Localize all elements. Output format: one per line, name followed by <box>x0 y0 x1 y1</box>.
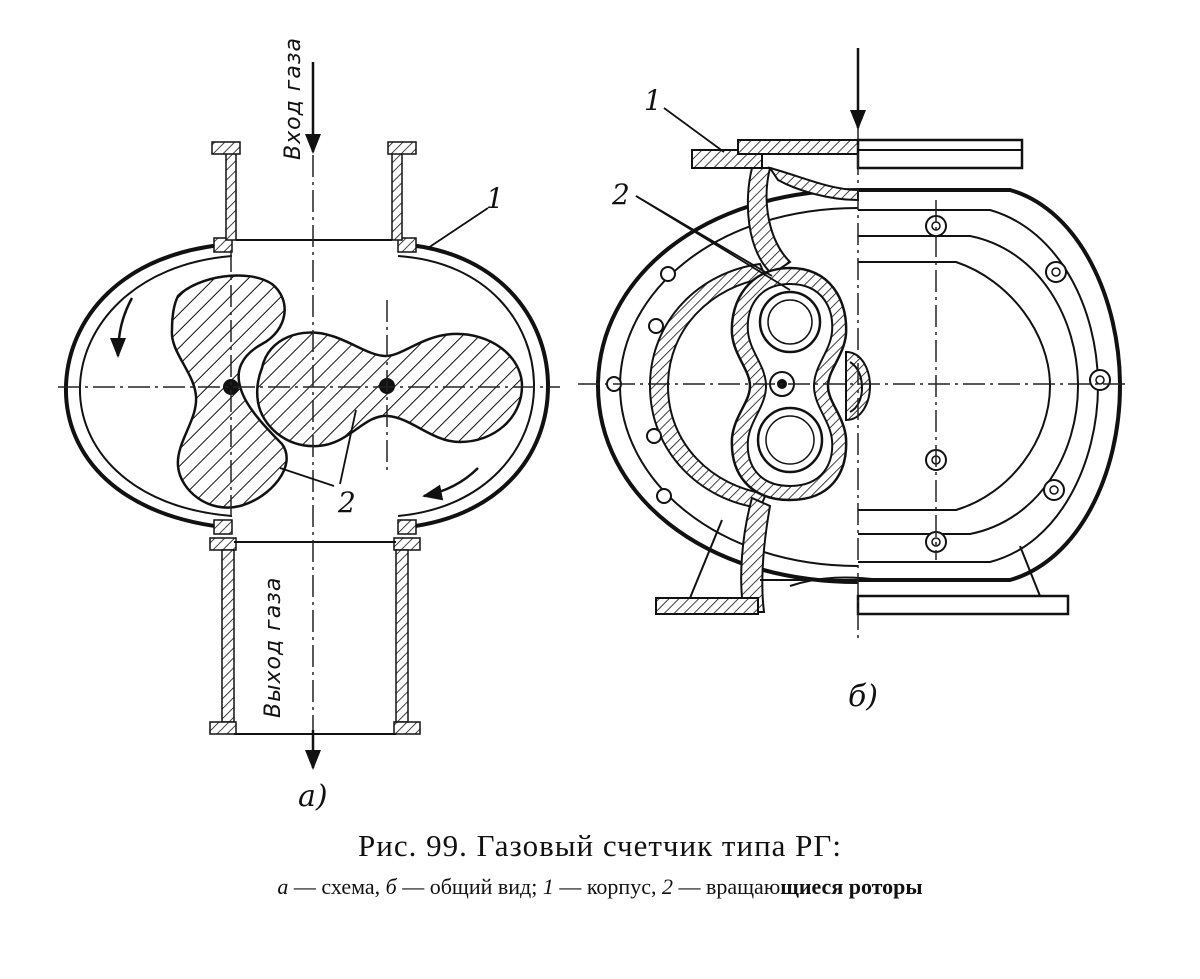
legend-text-b: — общий вид; <box>402 874 538 899</box>
outlet-label: Выход газа <box>261 577 286 718</box>
rotors <box>170 274 524 509</box>
meter-body-casing <box>595 188 1123 584</box>
legend-text-a: — схема, <box>293 874 381 899</box>
legend-key-b: б <box>385 874 397 899</box>
bolt-icon <box>1089 369 1111 391</box>
outlet-pipe <box>209 537 421 735</box>
left-rotor-shaft <box>223 379 239 395</box>
general-view-panel: 1 2 б) <box>578 48 1130 714</box>
support-base <box>655 496 1070 616</box>
rotation-arrow-left <box>110 297 134 358</box>
legend-key-1: 1 <box>542 874 554 899</box>
bolt-icon <box>648 318 664 334</box>
inlet-label: Вход газа <box>281 37 306 160</box>
bolt-icon <box>656 488 672 504</box>
rotation-arrow-right <box>422 467 479 501</box>
legend-key-2: 2 <box>661 874 673 899</box>
body-number-label-b: 1 <box>644 84 662 117</box>
panel-b-label: б) <box>848 679 878 714</box>
rotors-number-label-b: 2 <box>611 178 630 211</box>
bolt-icon <box>660 266 676 282</box>
bolt-icon <box>1045 261 1067 283</box>
rotors-number-label-a: 2 <box>337 486 356 519</box>
legend-text-2: — вращающиеся роторы <box>678 874 923 899</box>
scheme-panel: Вход газа Выход газа 1 2 a) <box>58 37 560 814</box>
figure-caption-legend: а — схема, б — общий вид; 1 — корпус, 2 … <box>0 874 1200 900</box>
legend-text-1: — корпус, <box>559 874 657 899</box>
bolt-icon <box>1043 479 1065 501</box>
inlet-pipe <box>211 141 417 241</box>
legend-key-a: а <box>277 874 289 899</box>
body-number-label-a: 1 <box>486 182 504 215</box>
meter-body-casing <box>63 237 551 535</box>
panel-a-label: a) <box>298 779 328 814</box>
bolt-icon <box>646 428 662 444</box>
figure-caption-title: Рис. 99. Газовый счетчик типа РГ: <box>358 828 842 863</box>
